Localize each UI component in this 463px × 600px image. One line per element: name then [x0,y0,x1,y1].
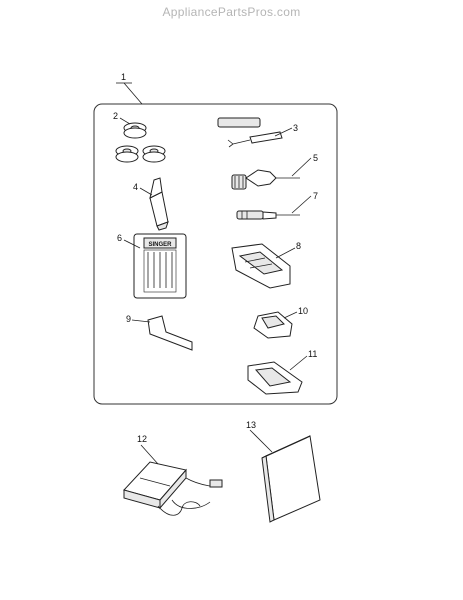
zipper-foot [231,243,291,289]
needle-pack-brand: SINGER [148,242,172,248]
watermark: AppliancePartsPros.com [162,5,301,19]
callout-5: 5 [291,153,318,177]
callout-12: 12 [137,434,159,465]
callout-13: 13 [246,420,273,453]
screwdriver [231,169,300,190]
foot-controller [123,461,223,516]
needle-pack: SINGER [133,233,187,299]
callout-2: 2 [113,111,131,125]
svg-text:8: 8 [296,241,301,251]
svg-text:12: 12 [137,434,147,444]
edge-guide [147,315,193,351]
seam-ripper [217,117,283,148]
presser-foot [253,311,293,339]
svg-text:13: 13 [246,420,256,430]
hemmer-foot [247,361,303,395]
callout-3: 3 [274,123,298,137]
instruction-manual [261,435,321,523]
svg-text:1: 1 [121,72,126,82]
accessory-kit-box [93,103,338,405]
bobbins [115,122,166,163]
svg-text:3: 3 [293,123,298,133]
svg-text:5: 5 [313,153,318,163]
screwdriver-long [236,210,300,220]
callout-11: 11 [289,349,317,371]
callout-4: 4 [133,182,153,196]
callout-7: 7 [291,191,318,214]
callout-10: 10 [283,306,308,319]
svg-text:7: 7 [313,191,318,201]
callout-8: 8 [275,241,301,259]
callout-6: 6 [117,233,141,249]
callout-9: 9 [126,314,151,324]
svg-text:11: 11 [308,349,317,359]
svg-text:2: 2 [113,111,118,121]
svg-text:4: 4 [133,182,138,192]
callout-1: 1 [116,72,143,105]
svg-text:9: 9 [126,314,131,324]
svg-text:6: 6 [117,233,122,243]
lint-brush [149,177,169,231]
svg-text:10: 10 [298,306,308,316]
